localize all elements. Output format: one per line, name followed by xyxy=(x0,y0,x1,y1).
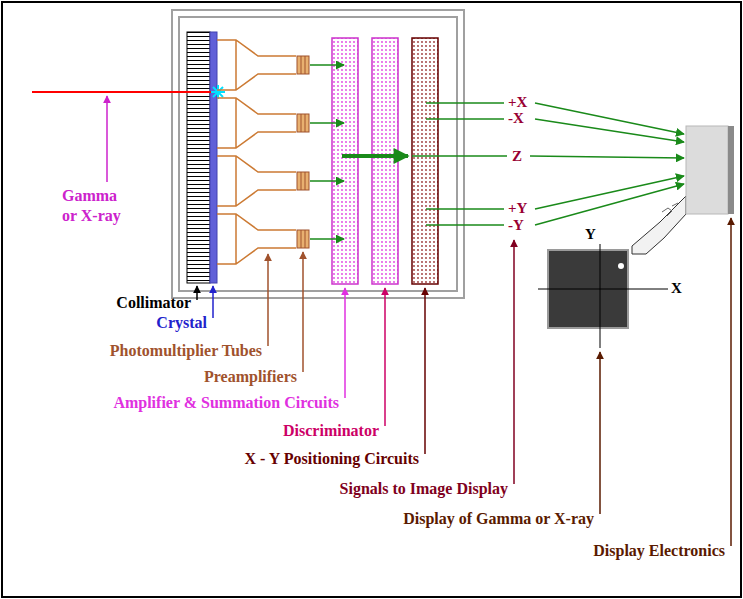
signal-arrow xyxy=(310,238,344,240)
crystal xyxy=(210,32,217,283)
radiation-label: Gamma or X-ray xyxy=(62,186,132,226)
leader-arrow xyxy=(384,288,386,426)
part-label: Signals to Image Display xyxy=(340,480,508,498)
part-label: Preamplifiers xyxy=(204,368,297,386)
preamplifier xyxy=(297,230,309,248)
part-label: Collimator xyxy=(116,294,191,312)
x-axis xyxy=(538,289,668,290)
display-electronics-box xyxy=(686,126,728,214)
photomultiplier-tube xyxy=(217,156,296,206)
signal-arrow xyxy=(310,122,344,124)
preamplifier xyxy=(297,172,309,190)
leader-arrow xyxy=(344,288,346,398)
signal-name: -Y xyxy=(508,217,524,234)
signal-wire xyxy=(426,224,504,226)
preamplifier xyxy=(297,56,309,74)
part-label: X - Y Positioning Circuits xyxy=(244,450,419,468)
event-dot xyxy=(618,263,624,269)
camera-housing xyxy=(172,10,464,298)
signal-wire xyxy=(426,102,504,104)
y-axis xyxy=(600,244,601,348)
leader-arrow xyxy=(106,96,108,182)
signal-arrow xyxy=(535,103,684,134)
flash-ray xyxy=(213,87,223,97)
part-label: Discriminator xyxy=(283,422,379,440)
signal-arrow xyxy=(535,119,684,142)
energy-signal-arrow xyxy=(342,154,408,158)
part-label: Amplifier & Summation Circuits xyxy=(113,394,339,412)
signal-name: Z xyxy=(512,148,522,165)
signal-name: -X xyxy=(508,110,524,127)
signal-arrow xyxy=(530,156,684,158)
leader-arrow xyxy=(599,352,601,514)
axis-label: Y xyxy=(585,226,596,243)
photomultiplier-tube xyxy=(217,98,296,148)
leader-arrow xyxy=(267,254,269,346)
signal-wire xyxy=(426,208,504,210)
leader-arrow xyxy=(196,286,198,300)
signal-name: +Y xyxy=(508,200,527,217)
preamplifier-stripes xyxy=(301,56,305,248)
part-label: Display Electronics xyxy=(593,542,725,560)
camera-housing-inner xyxy=(179,17,457,291)
discriminator-band xyxy=(372,38,398,284)
axis-label: X xyxy=(671,280,682,297)
leader-arrow xyxy=(302,252,304,372)
preamplifier xyxy=(297,114,309,132)
signal-name: +X xyxy=(508,94,527,111)
gamma-ray xyxy=(32,91,212,93)
collimator xyxy=(187,32,210,283)
part-label: Photomultiplier Tubes xyxy=(110,342,262,360)
flash-ray xyxy=(213,87,223,97)
leader-arrow xyxy=(212,286,214,318)
scintillation-flash xyxy=(211,85,225,99)
photomultiplier-tube xyxy=(217,40,296,90)
display-electronics-side xyxy=(728,126,734,214)
photomultiplier-tube xyxy=(217,214,296,264)
signal-arrow xyxy=(310,180,344,182)
arm-detail xyxy=(662,203,678,216)
part-label: Display of Gamma or X-ray xyxy=(403,510,594,528)
positioning-band xyxy=(412,38,438,284)
leader-arrow xyxy=(513,240,515,484)
signal-wire xyxy=(412,155,507,157)
leader-arrow xyxy=(730,218,732,546)
signal-wire xyxy=(426,118,504,120)
leader-arrow xyxy=(424,288,426,454)
signal-arrow xyxy=(310,64,344,66)
signal-arrow xyxy=(535,184,684,225)
part-label: Crystal xyxy=(156,314,207,332)
display-arm xyxy=(632,196,686,254)
amplifier-summation-band xyxy=(332,38,358,284)
